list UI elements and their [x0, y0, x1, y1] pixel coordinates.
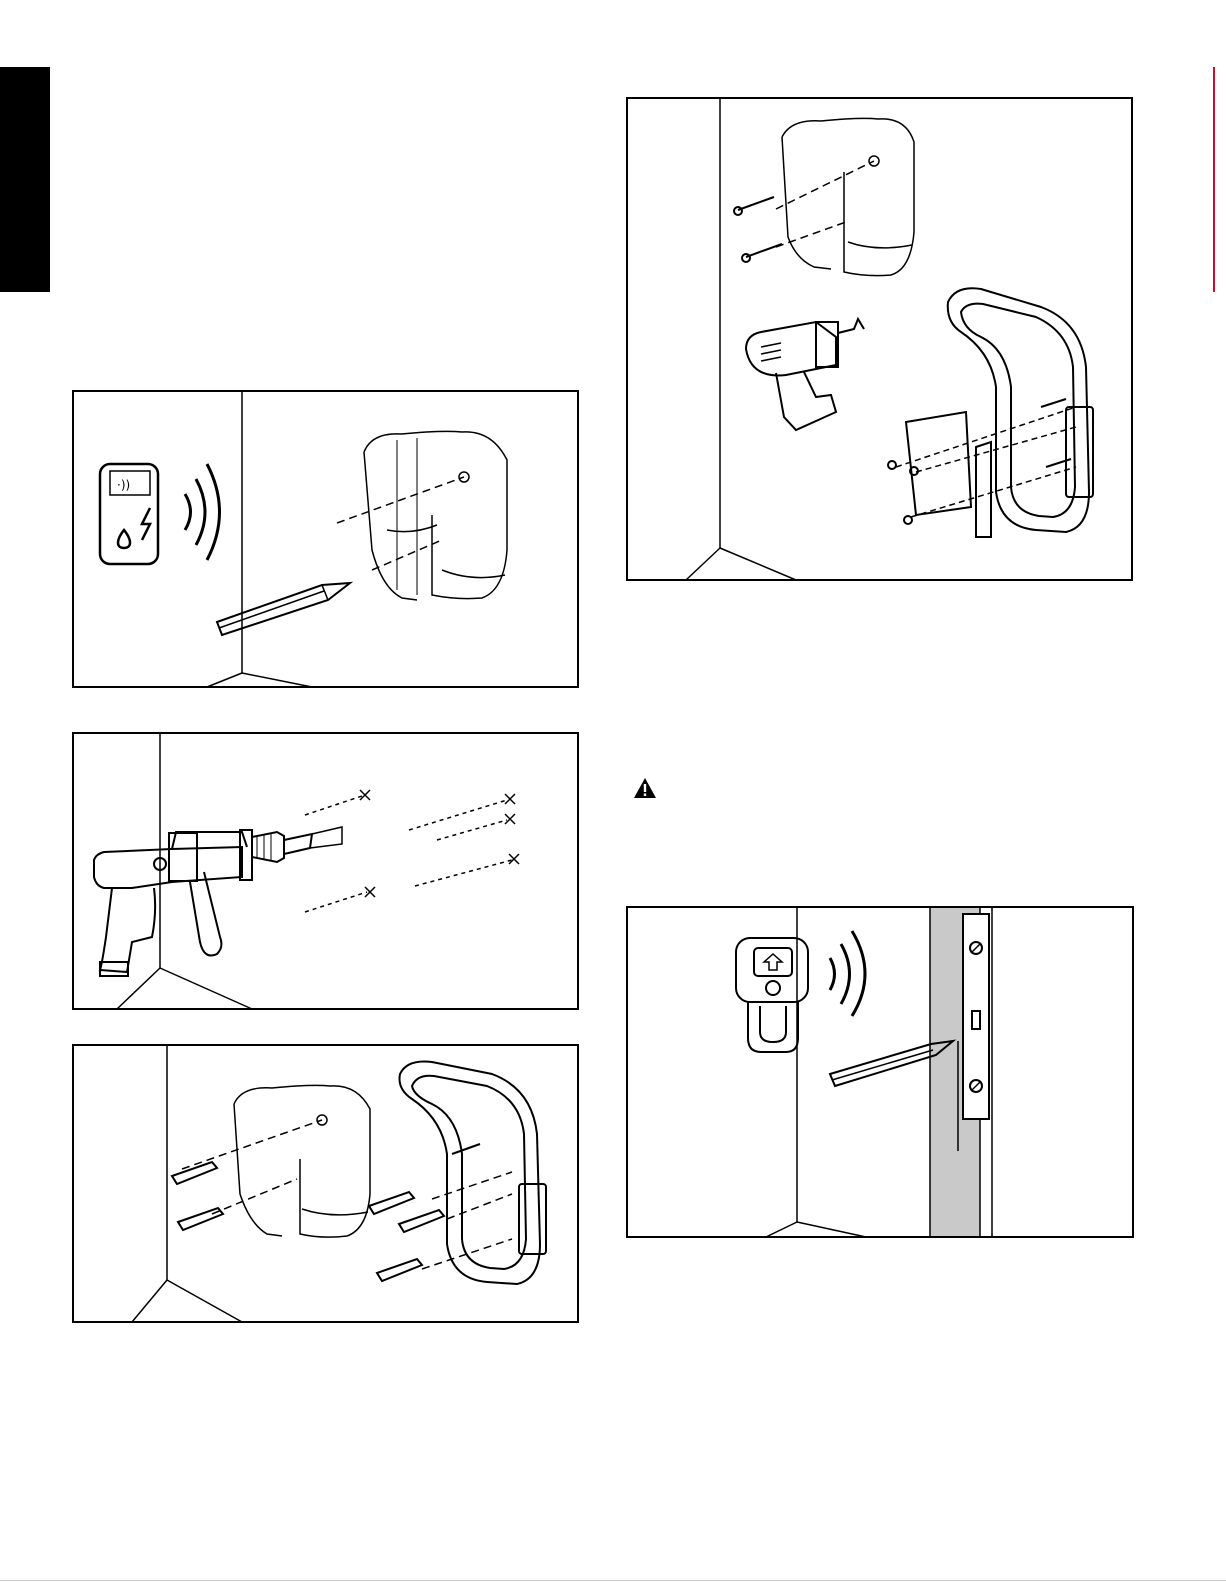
svg-text:·)): ·)) [117, 478, 130, 492]
bracket-icon [776, 118, 914, 275]
warning-triangle-icon [633, 777, 657, 799]
pencil-icon [217, 583, 350, 635]
figure-2-panel [72, 732, 579, 1010]
hammer-drill-icon [94, 827, 342, 976]
screw-icon [734, 197, 782, 262]
stud-detector-icon: ·)) [100, 464, 158, 564]
level-icon [958, 914, 989, 1151]
figure-3-panel [72, 1044, 579, 1323]
handle-icon [888, 288, 1093, 537]
page-bottom-rule [0, 1580, 1226, 1581]
figure-1-panel: ·)) [72, 390, 579, 688]
cordless-drill-icon [746, 319, 864, 430]
wall-anchor-icon [172, 1162, 444, 1281]
bracket-icon [337, 431, 507, 600]
handle-icon [400, 1062, 547, 1285]
bracket-icon [182, 1085, 370, 1237]
drill-mark-icon [305, 796, 512, 912]
section-tab [0, 67, 50, 292]
figure-5-panel [626, 906, 1134, 1238]
figure-4-panel [626, 97, 1133, 581]
signal-waves-icon [185, 464, 220, 560]
signal-waves-icon [830, 931, 865, 1016]
page-edge-mark [1213, 67, 1215, 292]
